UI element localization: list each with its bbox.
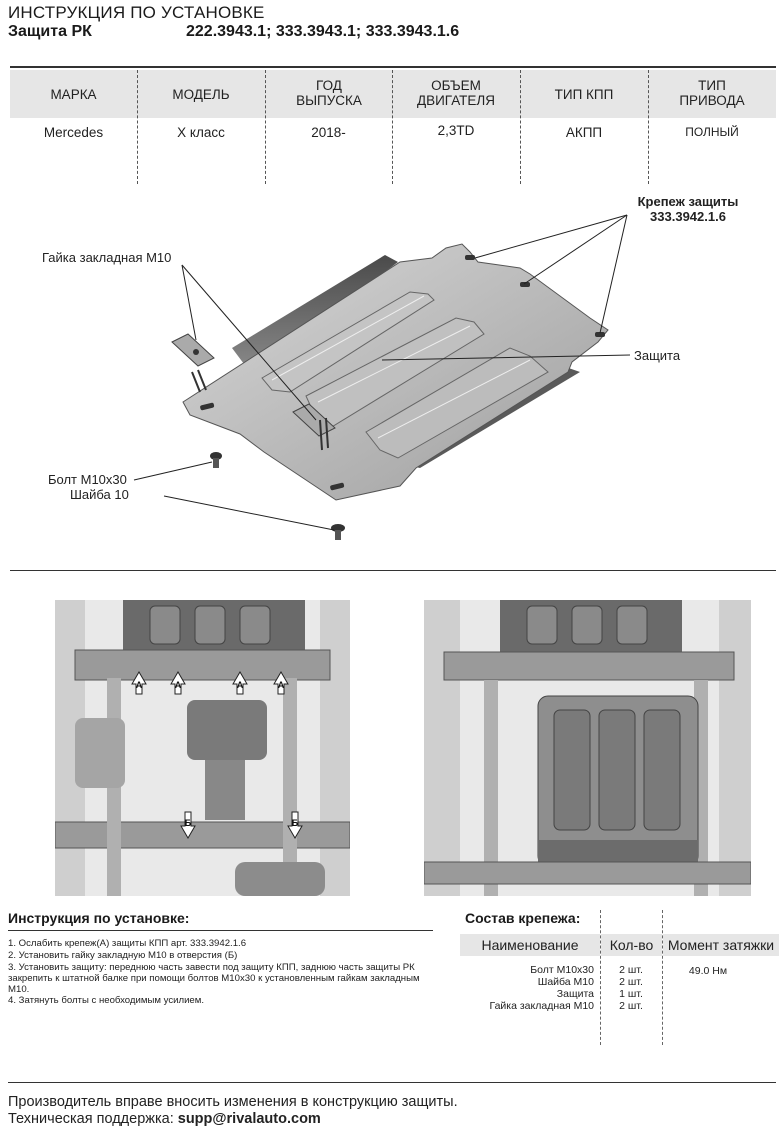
- document-title: ИНСТРУКЦИЯ ПО УСТАНОВКЕ: [8, 3, 265, 22]
- spec-header-gearbox: ТИП КПП: [554, 87, 614, 102]
- fastener-name: Болт М10х30: [530, 964, 594, 976]
- support-email[interactable]: supp@rivalauto.com: [177, 1111, 321, 1127]
- spec-value-gearbox: АКПП: [565, 125, 603, 140]
- fastener-qty: 1 шт.: [619, 988, 643, 1000]
- fasteners-title: Состав крепежа:: [465, 910, 581, 926]
- nut-label: Гайка закладная М10: [42, 250, 172, 265]
- washer-label: Шайба 10: [70, 487, 129, 502]
- fasteners-header-qty: Кол-во: [601, 934, 662, 956]
- spec-header-brand: МАРКА: [50, 87, 97, 102]
- fastener-qty: 2 шт.: [619, 1000, 643, 1012]
- product-codes: 222.3943.1; 333.3943.1; 333.3943.1.6: [186, 23, 460, 40]
- fastener-kit-label: Крепеж защиты 333.3942.1.6: [637, 194, 739, 224]
- instructions-title: Инструкция по установке:: [8, 910, 190, 926]
- spec-value-year: 2018-: [311, 125, 346, 140]
- fastener-torque: 49.0 Нм: [688, 965, 728, 977]
- support-line: Техническая поддержка: supp@rivalauto.co…: [8, 1111, 321, 1127]
- column-divider: [648, 70, 649, 184]
- fastener-name: Гайка закладная М10: [489, 1000, 594, 1012]
- fastener-qty: 2 шт.: [619, 976, 643, 988]
- skid-plate: [182, 243, 609, 501]
- fastener-qty: 2 шт.: [619, 964, 643, 976]
- underbody-photo-right: [424, 600, 751, 896]
- exploded-assembly-diagram: [133, 214, 631, 540]
- spec-value-drive: ПОЛНЫЙ: [685, 125, 739, 139]
- bolt-label: Болт М10х30: [48, 472, 127, 487]
- fastener-name: Шайба М10: [537, 976, 594, 988]
- instruction-step-4: 4. Затянуть болты с необходимым усилием.: [8, 995, 205, 1006]
- photo-before-install: [55, 600, 350, 896]
- spec-value-model: X класс: [177, 125, 225, 140]
- bolt: [210, 452, 345, 540]
- underbody-photo-left: [55, 600, 350, 896]
- support-label: Техническая поддержка:: [8, 1111, 178, 1127]
- leader-lines: [133, 214, 631, 531]
- column-divider: [662, 910, 663, 1045]
- spec-header-engine: ОБЪЕМ ДВИГАТЕЛЯ: [416, 78, 496, 108]
- spec-value-brand: Mercedes: [43, 125, 104, 140]
- spec-header-model: МОДЕЛЬ: [172, 87, 230, 102]
- column-divider: [265, 70, 266, 184]
- fasteners-header-torque: Момент затяжки: [663, 934, 779, 956]
- divider: [10, 66, 776, 68]
- spec-header-drive: ТИП ПРИВОДА: [679, 78, 745, 108]
- column-divider: [392, 70, 393, 184]
- instruction-step-3: 3. Установить защиту: переднюю часть зав…: [8, 962, 420, 995]
- fasteners-header-name: Наименование: [460, 934, 600, 956]
- disclaimer: Производитель вправе вносить изменения в…: [8, 1094, 458, 1110]
- divider: [8, 930, 433, 931]
- column-divider: [600, 910, 601, 1045]
- instruction-step-2: 2. Установить гайку закладную М10 в отве…: [8, 950, 238, 961]
- instruction-step-1: 1. Ослабить крепеж(А) защиты КПП арт. 33…: [8, 938, 247, 949]
- product-name: Защита РК: [8, 23, 92, 40]
- divider: [10, 570, 776, 571]
- photo-after-install: [424, 600, 751, 896]
- spec-header-year: ГОД ВЫПУСКА: [296, 78, 362, 108]
- fastener-name: Защита: [556, 988, 594, 1000]
- spec-value-engine: 2,3TD: [437, 123, 475, 138]
- guard-label: Защита: [634, 348, 681, 363]
- column-divider: [520, 70, 521, 184]
- divider: [8, 1082, 776, 1083]
- embedded-nut: [171, 333, 336, 451]
- column-divider: [137, 70, 138, 184]
